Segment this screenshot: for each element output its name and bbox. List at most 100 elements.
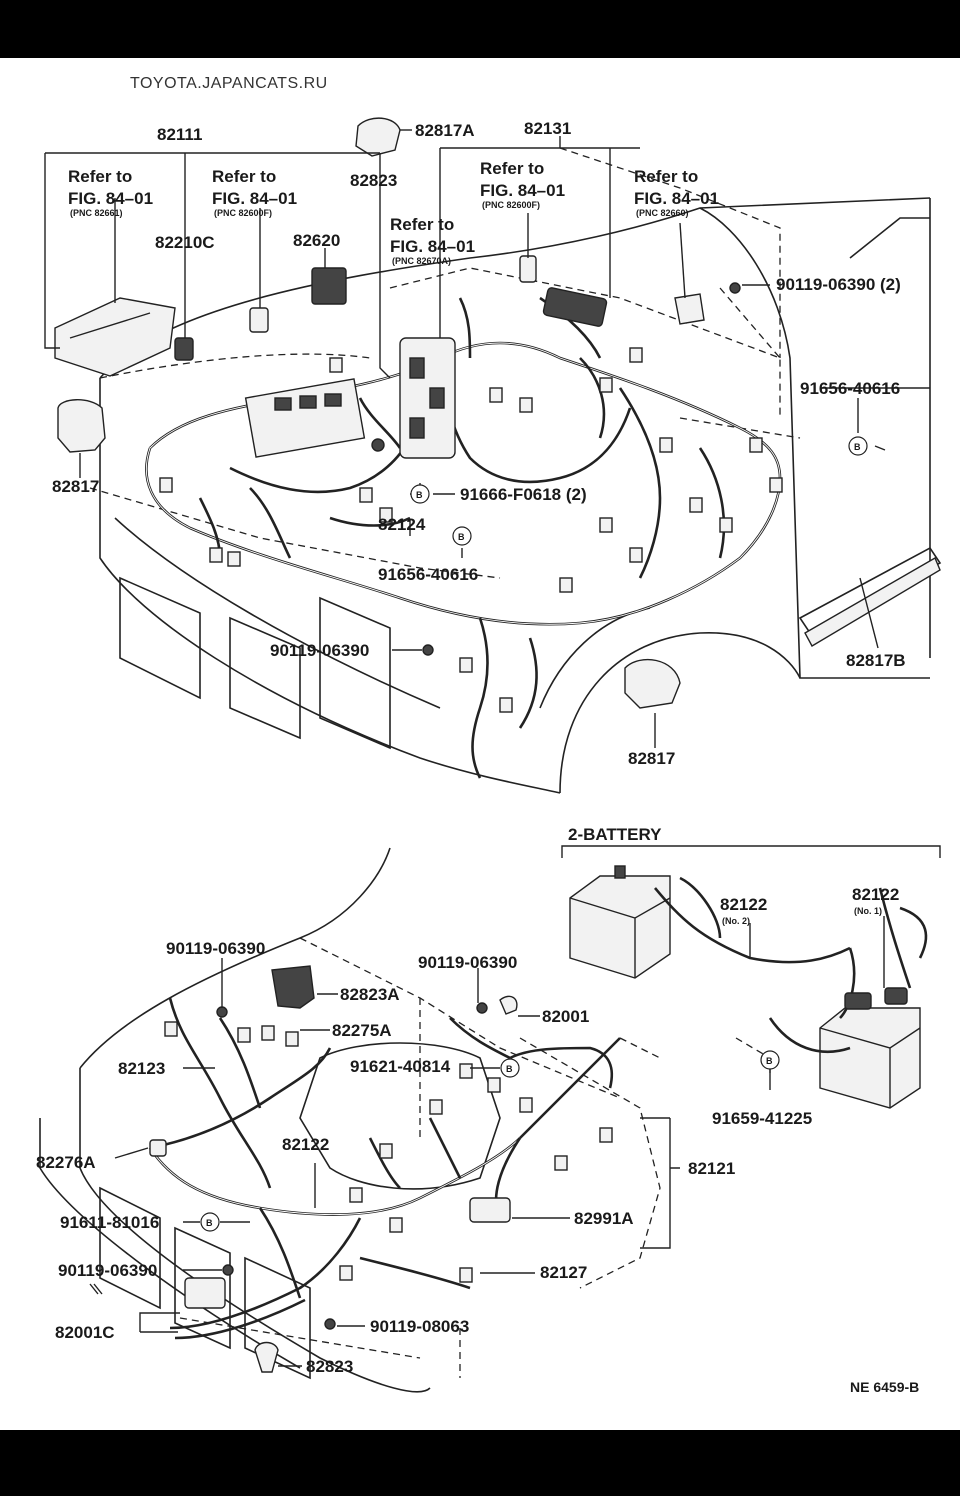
- battery-title: 2-BATTERY: [568, 825, 662, 844]
- grommet-82817A: [355, 117, 401, 157]
- ref-1-line2: FIG. 84–01: [68, 189, 153, 208]
- relay-82823A: [271, 965, 315, 1009]
- label-90119-06390-a: 90119-06390: [166, 939, 265, 958]
- bottom-leaders: [89, 958, 680, 1367]
- ref-2-line2: FIG. 84–01: [212, 189, 297, 208]
- connector-82823-bottom: [254, 1341, 279, 1373]
- relay-block-cover-82111: [54, 297, 176, 377]
- label-82122-no1-sub: (No. 1): [854, 906, 882, 916]
- label-91611-81016: 91611-81016: [60, 1213, 159, 1232]
- label-82620: 82620: [293, 231, 340, 250]
- relay-82660: [674, 293, 705, 325]
- label-82275A: 82275A: [332, 1021, 392, 1040]
- bottom-wire-harness: [148, 997, 621, 1340]
- ref-3-line2: FIG. 84–01: [390, 237, 475, 256]
- connector-82001C: [184, 1277, 226, 1309]
- b-marker-1: [410, 484, 430, 504]
- diagram-id: NE 6459-B: [850, 1379, 919, 1395]
- ref-4-line1: Refer to: [480, 159, 544, 178]
- grommet-82817-left: [57, 399, 106, 453]
- ref-2-line1: Refer to: [212, 167, 276, 186]
- engine-relay-block: [399, 337, 456, 459]
- label-82122-front: 82122: [282, 1135, 329, 1154]
- label-90119-06390-center: 90119-06390: [270, 641, 369, 660]
- bolt-90119-06390-b: [476, 1002, 488, 1014]
- bolt-90119-06390-2: [729, 282, 741, 294]
- connector-82823: [371, 438, 385, 452]
- relay-82210C: [174, 337, 194, 361]
- label-82124: 82124: [378, 515, 426, 534]
- top-black-bar: [0, 0, 960, 58]
- connector-82276A: [149, 1139, 167, 1157]
- battery-2: [569, 875, 671, 979]
- top-components: [54, 117, 941, 713]
- top-b-markers: B B B: [410, 436, 868, 546]
- label-90119-06390-2: 90119-06390 (2): [776, 275, 901, 294]
- label-82111: 82111: [157, 125, 202, 144]
- ref-4-pnc: (PNC 82600F): [482, 200, 540, 210]
- connector-82991A: [469, 1197, 511, 1223]
- ref-5-line1: Refer to: [634, 167, 698, 186]
- ref-3-pnc: (PNC 82670A): [392, 256, 451, 266]
- ref-3-line1: Refer to: [390, 215, 454, 234]
- label-90119-06390-c: 90119-06390: [58, 1261, 157, 1280]
- relay-82600F: [249, 307, 269, 333]
- label-82817-left: 82817: [52, 477, 99, 496]
- label-82991A: 82991A: [574, 1209, 634, 1228]
- relay-82620: [311, 267, 347, 305]
- ref-5-line2: FIG. 84–01: [634, 189, 719, 208]
- relay-82670A: [519, 255, 537, 283]
- label-82817A: 82817A: [415, 121, 475, 140]
- svg-text:B: B: [506, 1064, 513, 1074]
- label-82823: 82823: [350, 171, 397, 190]
- ref-2-pnc: (PNC 82600F): [214, 208, 272, 218]
- top-vehicle-outline: [89, 197, 942, 794]
- label-82122-no2-sub: (No. 2): [722, 916, 750, 926]
- label-91659-41225: 91659-41225: [712, 1109, 812, 1128]
- label-82001: 82001: [542, 1007, 589, 1026]
- label-82001C: 82001C: [55, 1323, 115, 1342]
- junction-box: [244, 378, 366, 458]
- svg-text:B: B: [854, 442, 861, 452]
- connector-82001: [499, 995, 518, 1015]
- label-91656-40616-center: 91656-40616: [378, 565, 478, 584]
- svg-text:B: B: [458, 532, 465, 542]
- ref-1-line1: Refer to: [68, 167, 132, 186]
- label-82276A: 82276A: [36, 1153, 96, 1172]
- bolt-90119-08063: [324, 1318, 336, 1330]
- bottom-components: [149, 965, 613, 1373]
- ref-4-line2: FIG. 84–01: [480, 181, 565, 200]
- label-82131: 82131: [524, 119, 571, 138]
- label-91656-40616-right: 91656-40616: [800, 379, 900, 398]
- label-90119-06390-b: 90119-06390: [418, 953, 517, 972]
- svg-text:B: B: [766, 1056, 773, 1066]
- label-82121: 82121: [688, 1159, 735, 1178]
- b-marker-3: [848, 436, 868, 456]
- relay-82131: [542, 287, 608, 327]
- label-82122-no2: 82122: [720, 895, 767, 914]
- label-91621-40814: 91621-40814: [350, 1057, 451, 1076]
- bottom-labels: 90119-06390 82823A 90119-06390 82001 822…: [36, 939, 919, 1395]
- label-82823A: 82823A: [340, 985, 400, 1004]
- label-90119-08063: 90119-08063: [370, 1317, 469, 1336]
- label-82122-no1: 82122: [852, 885, 899, 904]
- top-wire-harness: [145, 296, 782, 779]
- bolt-90119-06390: [422, 644, 434, 656]
- bottom-vehicle-outline: [39, 847, 661, 1393]
- label-82817-bottom: 82817: [628, 749, 675, 768]
- svg-text:B: B: [416, 490, 423, 500]
- top-labels: 82111 82817A 82131 82823 82210C 82620 Re…: [52, 119, 906, 768]
- bolt-90119-06390-a: [216, 1006, 228, 1018]
- harness-protector-82817B: [804, 556, 941, 647]
- battery-inset: 2-BATTERY B 82122: [561, 825, 941, 1128]
- ref-5-pnc: (PNC 82660): [636, 208, 689, 218]
- label-82817B: 82817B: [846, 651, 906, 670]
- label-82210C: 82210C: [155, 233, 215, 252]
- ref-1-pnc: (PNC 82661): [70, 208, 123, 218]
- svg-text:B: B: [206, 1218, 213, 1228]
- b-marker-2: [452, 526, 472, 546]
- label-91666-F0618: 91666-F0618 (2): [460, 485, 587, 504]
- label-82123: 82123: [118, 1059, 165, 1078]
- bottom-b-markers: B B: [200, 1058, 520, 1232]
